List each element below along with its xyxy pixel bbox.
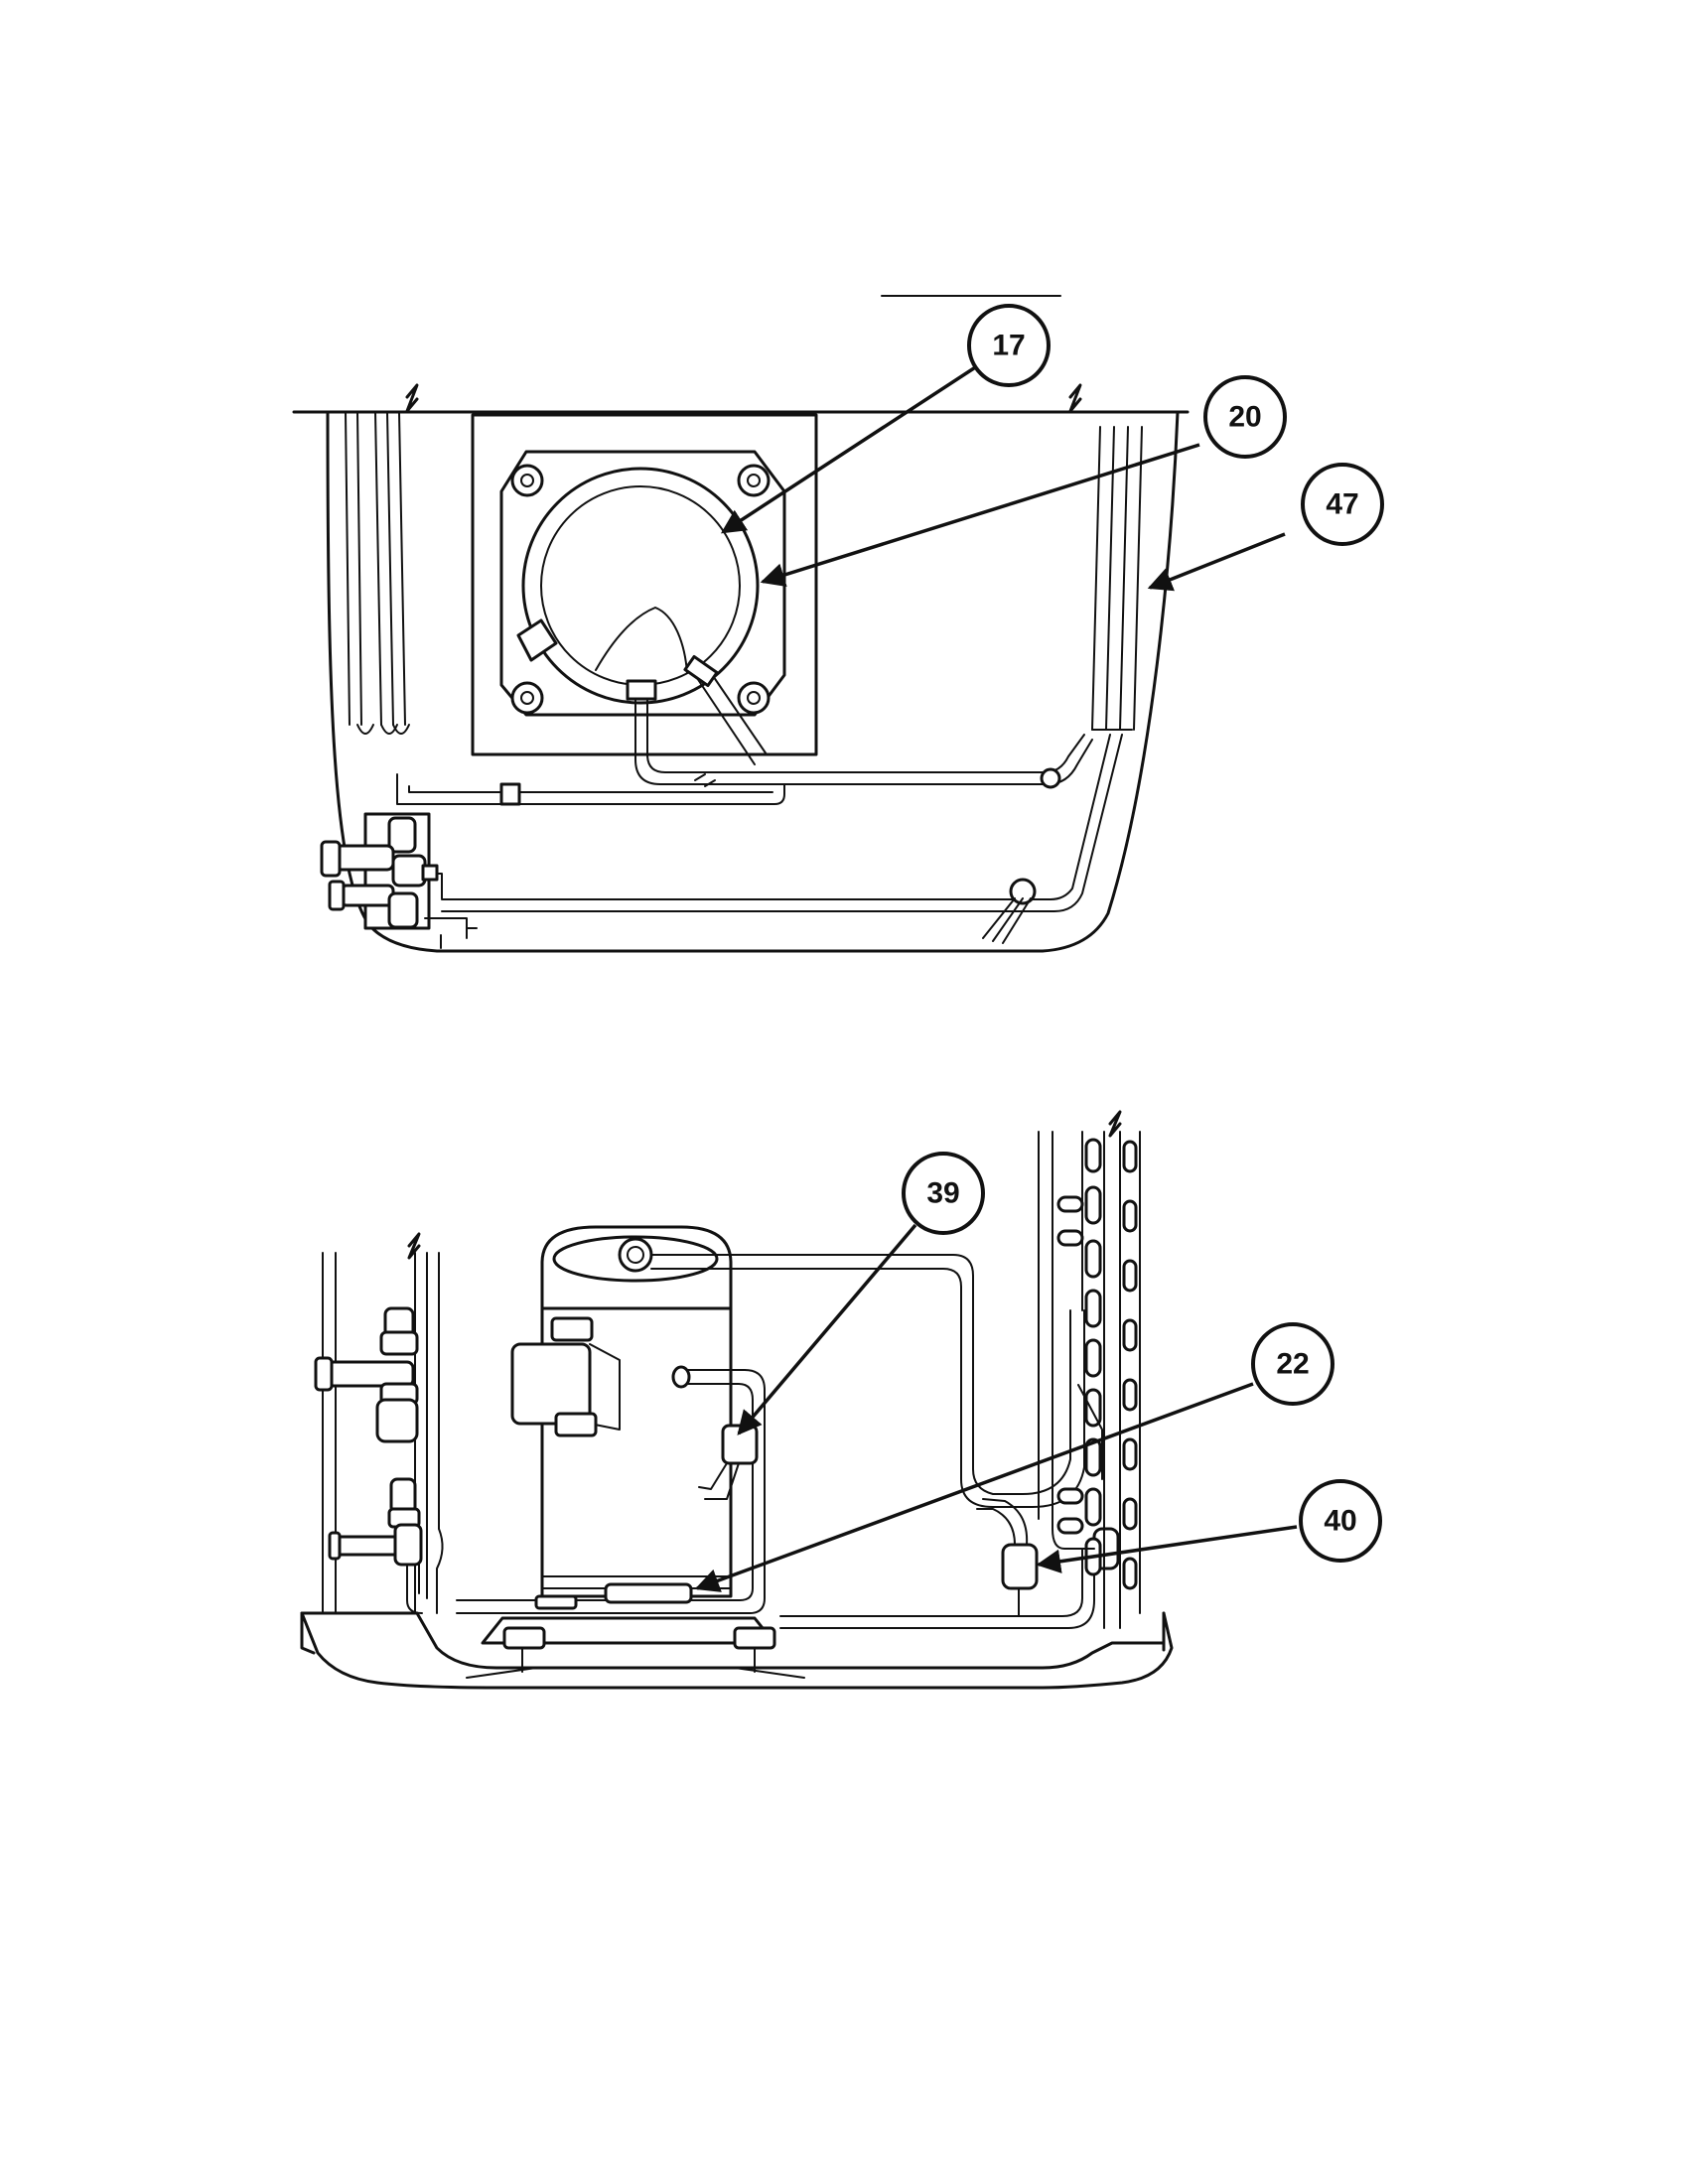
service-valves-bottom bbox=[314, 1306, 423, 1614]
top-view-compressor-plan: 17 20 47 bbox=[292, 295, 1384, 953]
callout-17: 17 bbox=[967, 304, 1051, 387]
break-mark-right bbox=[1068, 383, 1082, 413]
leader-40 bbox=[1036, 1525, 1298, 1573]
base-pan-left-lip bbox=[300, 1611, 316, 1655]
tube-fitting-22 bbox=[604, 1582, 693, 1604]
bottom-view-compressor-elevation: 39 22 40 bbox=[300, 1110, 1382, 1690]
suction-loop bbox=[456, 1365, 766, 1614]
callout-22: 22 bbox=[1251, 1322, 1334, 1406]
compressor-shell bbox=[521, 467, 760, 705]
liquid-line bbox=[779, 1498, 1120, 1629]
leader-17 bbox=[720, 360, 984, 534]
callout-40: 40 bbox=[1299, 1479, 1382, 1563]
callout-20-label: 20 bbox=[1228, 401, 1261, 434]
callout-47-label: 47 bbox=[1326, 488, 1358, 521]
service-valves-top bbox=[320, 812, 478, 949]
callout-47: 47 bbox=[1301, 463, 1384, 546]
compressor-feet bbox=[466, 1616, 805, 1679]
leader-22 bbox=[694, 1382, 1254, 1592]
right-coil-column bbox=[1038, 1110, 1141, 1629]
terminal-box bbox=[516, 618, 558, 662]
callout-39-label: 39 bbox=[926, 1177, 959, 1210]
refrigerant-tubing-top bbox=[396, 654, 1123, 944]
callout-20: 20 bbox=[1203, 375, 1287, 459]
leader-20 bbox=[760, 443, 1200, 588]
leader-47 bbox=[1147, 532, 1286, 592]
leader-39 bbox=[737, 1223, 917, 1435]
base-pan bbox=[300, 1611, 1174, 1690]
callout-22-label: 22 bbox=[1276, 1348, 1309, 1381]
callout-39: 39 bbox=[902, 1152, 985, 1235]
compressor-discharge-dome bbox=[595, 607, 688, 674]
mount-grommets bbox=[510, 464, 771, 715]
callout-17-label: 17 bbox=[992, 330, 1025, 362]
terminal-cover bbox=[510, 1342, 592, 1426]
left-coil-tubes bbox=[345, 411, 410, 735]
break-mark-left bbox=[405, 383, 419, 413]
top-cabinet-outline bbox=[326, 410, 1180, 953]
compressor-body bbox=[510, 1225, 733, 1598]
coil-fin-slots bbox=[1056, 1138, 1138, 1590]
callout-40-label: 40 bbox=[1324, 1505, 1356, 1538]
filter-drier-40 bbox=[1001, 1543, 1039, 1590]
